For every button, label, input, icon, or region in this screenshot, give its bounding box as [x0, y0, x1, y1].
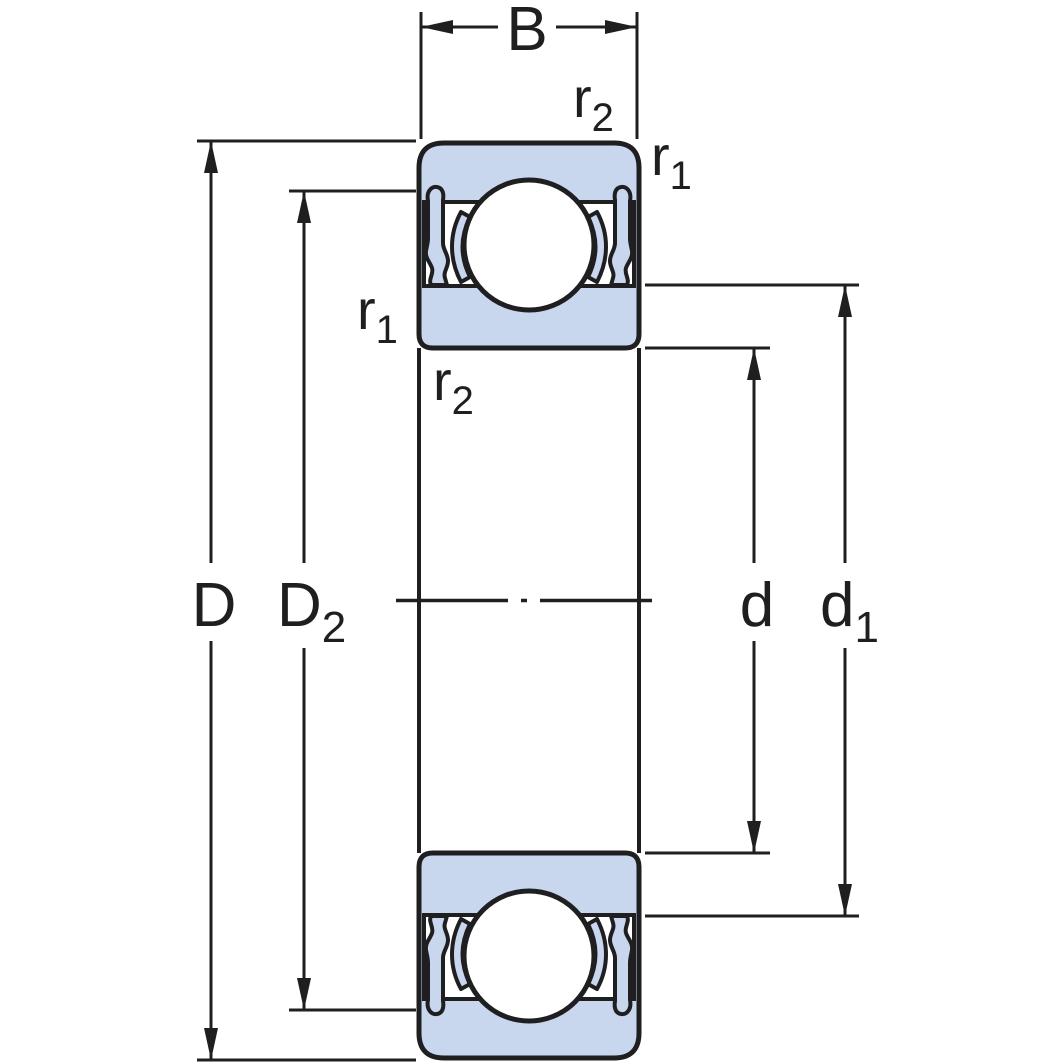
dimension-d1: d1 [645, 283, 879, 918]
dimension-D: D [192, 139, 416, 1062]
label-chamfer-r1-left: r1 [357, 278, 398, 352]
arrowhead-B-right [605, 20, 637, 34]
arrowhead-D-top [204, 141, 218, 173]
arrowhead-D-bottom [204, 1028, 218, 1060]
arrowhead-B-left [421, 20, 453, 34]
bearing-cross-section-bottom [419, 853, 639, 1058]
label-outer-diameter-D: D [192, 571, 237, 640]
arrowhead-d-top [747, 348, 761, 380]
bearing-cross-section-top [416, 140, 642, 351]
dimension-D2: D2 [277, 189, 416, 1012]
arrowhead-d1-bottom [838, 884, 852, 916]
label-chamfer-r1-top: r1 [651, 124, 692, 198]
label-bore-diameter-d: d [740, 571, 774, 640]
seal-left [423, 184, 450, 287]
ball [461, 177, 597, 313]
label-shoulder-diameter-d1: d1 [820, 571, 879, 652]
dimension-B: B [419, 0, 639, 139]
label-recess-diameter-D2: D2 [277, 571, 346, 652]
arrowhead-D2-bottom [297, 978, 311, 1010]
arrowhead-d1-top [838, 285, 852, 317]
dimension-d: d [645, 346, 774, 855]
label-chamfer-r2-top: r2 [573, 66, 614, 140]
arrowhead-d-bottom [747, 821, 761, 853]
label-width-B: B [506, 0, 547, 64]
label-chamfer-r2-left: r2 [433, 349, 474, 423]
arrowhead-D2-top [297, 191, 311, 223]
seal-right [608, 184, 635, 287]
